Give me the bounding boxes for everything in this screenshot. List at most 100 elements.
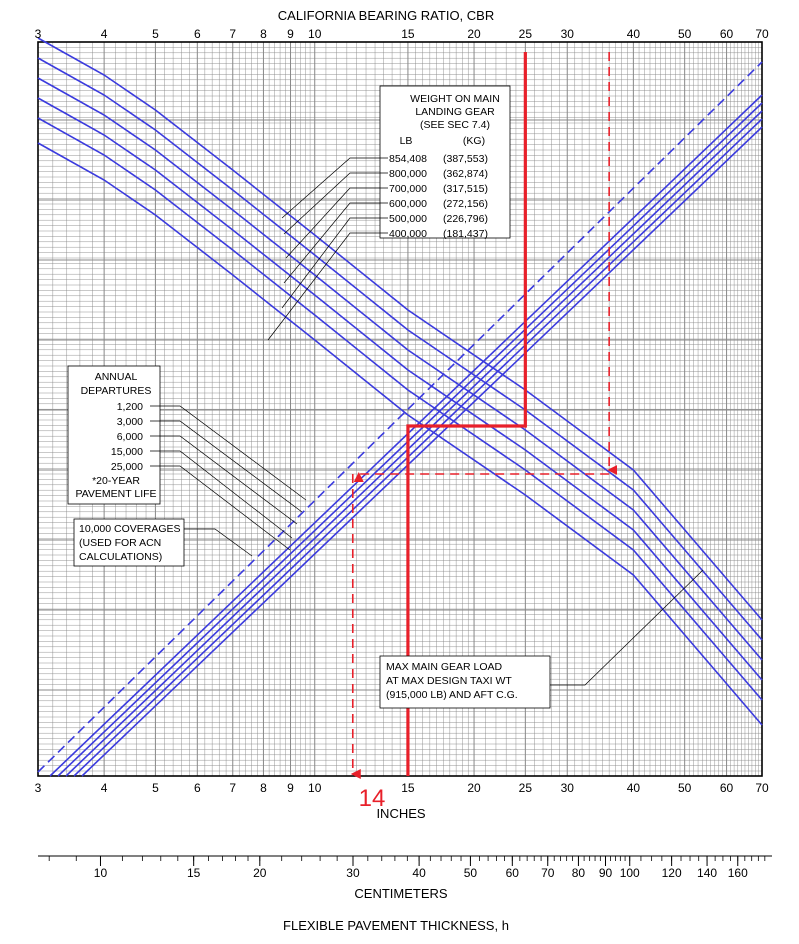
plot-frame	[37, 41, 763, 777]
design-example-path	[350, 52, 618, 779]
cm-tick-label: 15	[187, 866, 201, 880]
cm-tick-label: 20	[253, 866, 267, 880]
top-axis-tick-label: 50	[678, 27, 692, 41]
weight-curve	[37, 117, 763, 701]
departure-line	[73, 118, 763, 777]
weight-curve	[37, 142, 763, 726]
weight-curve	[37, 97, 763, 681]
top-axis-tick-label: 3	[35, 27, 42, 41]
departures-footer: *20-YEAR	[92, 475, 140, 487]
top-axis-tick-label: 4	[101, 27, 108, 41]
bottom-axis-tick-label: 4	[101, 781, 108, 795]
cm-tick-label: 70	[541, 866, 555, 880]
max-load-text: AT MAX DESIGN TAXI WT	[386, 675, 512, 687]
weight-entry-kg: (181,437)	[443, 228, 488, 240]
departures-box	[67, 365, 161, 505]
leader-line	[150, 420, 303, 513]
leader-line	[281, 217, 388, 309]
departures-header: ANNUAL	[95, 371, 138, 383]
leader-line	[150, 465, 291, 551]
centimeters-axis-label: CENTIMETERS	[354, 886, 448, 901]
departures-entry: 25,000	[111, 461, 143, 473]
departure-line	[57, 102, 763, 777]
weight-box-header: WEIGHT ON MAIN	[410, 93, 500, 105]
weight-box-header: LANDING GEAR	[415, 106, 495, 118]
weight-entry-lb: 700,000	[389, 183, 427, 195]
departures-header: DEPARTURES	[81, 385, 152, 397]
bottom-axis-tick-label: 6	[194, 781, 201, 795]
bottom-axis-tick-label: 30	[561, 781, 575, 795]
bottom-axis-tick-label: 25	[519, 781, 533, 795]
cm-tick-label: 120	[662, 866, 682, 880]
weight-entry-lb: 500,000	[389, 213, 427, 225]
cm-tick-label: 50	[464, 866, 478, 880]
leader-line	[150, 450, 293, 539]
cm-tick-label: 60	[506, 866, 520, 880]
chart-curves	[37, 37, 763, 777]
bottom-axis-tick-label: 60	[720, 781, 734, 795]
weight-entry-kg: (387,553)	[443, 153, 488, 165]
bottom-axis-tick-label: 15	[401, 781, 415, 795]
bottom-axis-tick-label: 9	[287, 781, 294, 795]
top-axis-tick-label: 20	[467, 27, 481, 41]
leader-line	[150, 405, 307, 501]
weight-box-unit-kg: (KG)	[463, 135, 485, 147]
weight-box-header: (SEE SEC 7.4)	[420, 119, 490, 131]
max-load-text: (915,000 LB) AND AFT C.G.	[386, 689, 518, 701]
top-axis-tick-label: 60	[720, 27, 734, 41]
cm-tick-label: 160	[728, 866, 748, 880]
top-axis-tick-label: 6	[194, 27, 201, 41]
cm-tick-label: 140	[697, 866, 717, 880]
weight-box	[379, 85, 511, 239]
bottom-axis-tick-label: 70	[755, 781, 769, 795]
weight-entry-lb: 854,408	[389, 153, 427, 165]
departures-entry: 1,200	[117, 401, 143, 413]
result-value-label: 14	[359, 785, 386, 812]
bottom-axis-tick-label: 10	[308, 781, 322, 795]
example-solid-path	[406, 52, 527, 776]
weight-entry-kg: (317,515)	[443, 183, 488, 195]
departure-line	[65, 110, 763, 777]
weight-entry-lb: 600,000	[389, 198, 427, 210]
top-axis-tick-label: 25	[519, 27, 533, 41]
top-axis-tick-label: 8	[260, 27, 267, 41]
top-axis-tick-label: 5	[152, 27, 159, 41]
bottom-axis-tick-label: 20	[467, 781, 481, 795]
bottom-axis-tick-label: 8	[260, 781, 267, 795]
cm-tick-label: 80	[572, 866, 586, 880]
top-axis-tick-label: 7	[229, 27, 236, 41]
leader-line	[283, 202, 388, 284]
top-axis-tick-label: 10	[308, 27, 322, 41]
cm-tick-label: 90	[599, 866, 613, 880]
inches-axis-label: INCHES	[376, 806, 425, 821]
leader-line	[150, 435, 298, 525]
departures-entry: 15,000	[111, 446, 143, 458]
leader-line	[184, 528, 253, 557]
top-axis-tick-label: 30	[561, 27, 575, 41]
bottom-axis-tick-label: 5	[152, 781, 159, 795]
top-axis-tick-label: 15	[401, 27, 415, 41]
bottom-axis-tick-label: 50	[678, 781, 692, 795]
top-axis-tick-label: 70	[755, 27, 769, 41]
weight-curve	[37, 37, 763, 621]
weight-curve	[37, 77, 763, 661]
coverages-box	[73, 518, 185, 567]
cm-tick-label: 30	[346, 866, 360, 880]
coverages-text: 10,000 COVERAGES	[79, 523, 181, 535]
bottom-axis-tick-label: 7	[229, 781, 236, 795]
x-axis-label: FLEXIBLE PAVEMENT THICKNESS, h	[283, 918, 509, 933]
leader-line	[283, 172, 388, 235]
departures-footer: PAVEMENT LIFE	[75, 488, 156, 500]
top-axis-tick-label: 9	[287, 27, 294, 41]
coverage-line-dashed	[37, 61, 763, 773]
departure-line	[81, 126, 763, 777]
leader-line	[550, 569, 704, 686]
cm-tick-label: 40	[412, 866, 426, 880]
chart-title: CALIFORNIA BEARING RATIO, CBR	[278, 8, 494, 23]
cm-tick-label: 10	[94, 866, 108, 880]
departures-entry: 6,000	[117, 431, 143, 443]
weight-entry-kg: (272,156)	[443, 198, 488, 210]
